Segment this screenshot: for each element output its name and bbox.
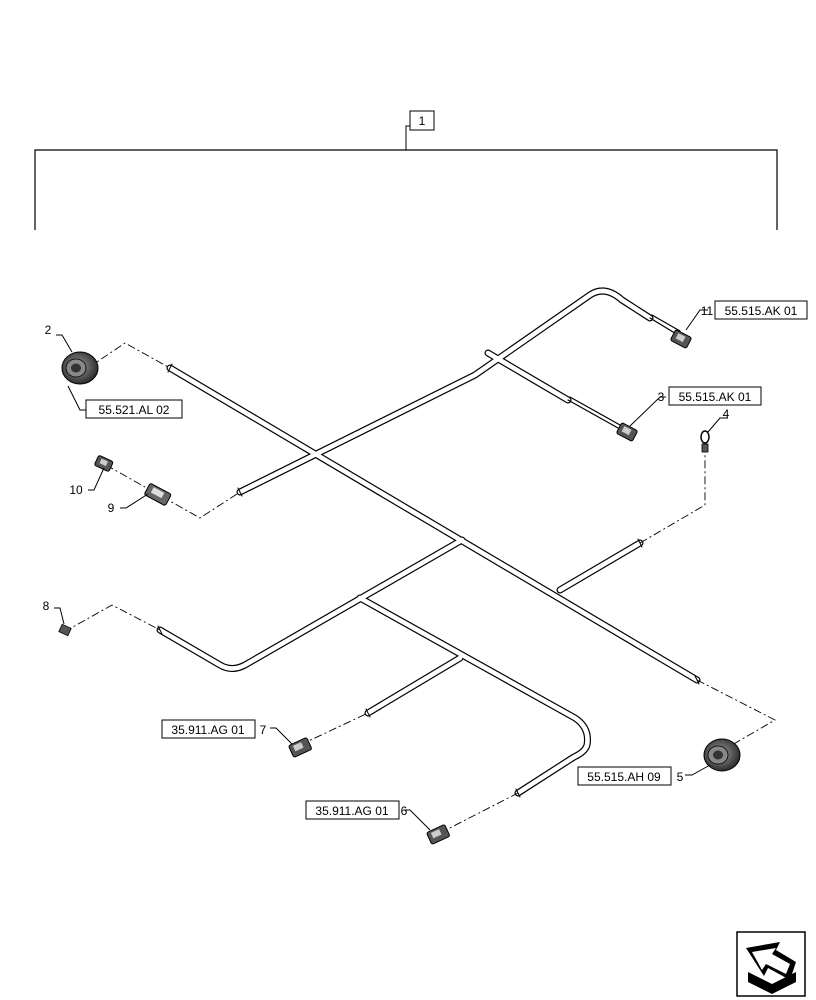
callout-2: 2 55.521.AL 02	[45, 323, 183, 419]
callout-reference: 55.515.AH 09	[587, 770, 661, 784]
callout-11: 11 55.515.AK 01	[701, 300, 808, 320]
next-page-arrow-icon[interactable]	[736, 931, 806, 997]
callout-number: 6	[401, 804, 408, 818]
callout-6: 35.911.AG 01 6	[305, 800, 408, 820]
connector-11-icon	[670, 329, 692, 349]
callout-reference: 35.911.AG 01	[171, 723, 244, 737]
callout-number: 8	[43, 599, 50, 613]
callout-reference: 55.515.AK 01	[679, 390, 752, 404]
routing-lines	[63, 342, 776, 834]
callout-number: 5	[677, 770, 684, 784]
connector-9-icon	[144, 483, 172, 506]
connector-10-icon	[94, 455, 114, 472]
callout-number: 9	[108, 501, 115, 515]
connector-6-icon	[426, 824, 450, 845]
callout-leaders	[54, 309, 728, 831]
callout-5: 55.515.AH 09 5	[577, 766, 684, 786]
terminal-8-icon	[58, 623, 72, 637]
callout-4: 4	[723, 407, 730, 421]
callout-reference: 35.911.AG 01	[315, 804, 388, 818]
callout-3: 3 55.515.AK 01	[658, 386, 762, 406]
assembly-item-number: 1	[419, 114, 426, 128]
callout-number: 11	[701, 304, 714, 318]
callout-number: 2	[45, 323, 52, 337]
callout-10: 10	[69, 483, 83, 497]
connector-3-icon	[616, 422, 638, 442]
callout-7: 35.911.AG 01 7	[161, 719, 267, 739]
callout-9: 9	[108, 501, 115, 515]
callout-number: 3	[658, 390, 665, 404]
callout-reference: 55.515.AK 01	[725, 304, 798, 318]
callout-8: 8	[43, 599, 50, 613]
callout-number: 10	[69, 483, 83, 497]
callout-number: 4	[723, 407, 730, 421]
callout-number: 7	[260, 723, 267, 737]
wire-harness	[156, 287, 701, 798]
ring-terminal-4-icon	[700, 430, 710, 453]
connector-2-icon	[61, 351, 99, 385]
connector-7-icon	[288, 737, 312, 758]
callout-reference: 55.521.AL 02	[99, 403, 170, 417]
connector-5-icon	[703, 738, 741, 772]
assembly-bracket: 1	[34, 110, 778, 230]
